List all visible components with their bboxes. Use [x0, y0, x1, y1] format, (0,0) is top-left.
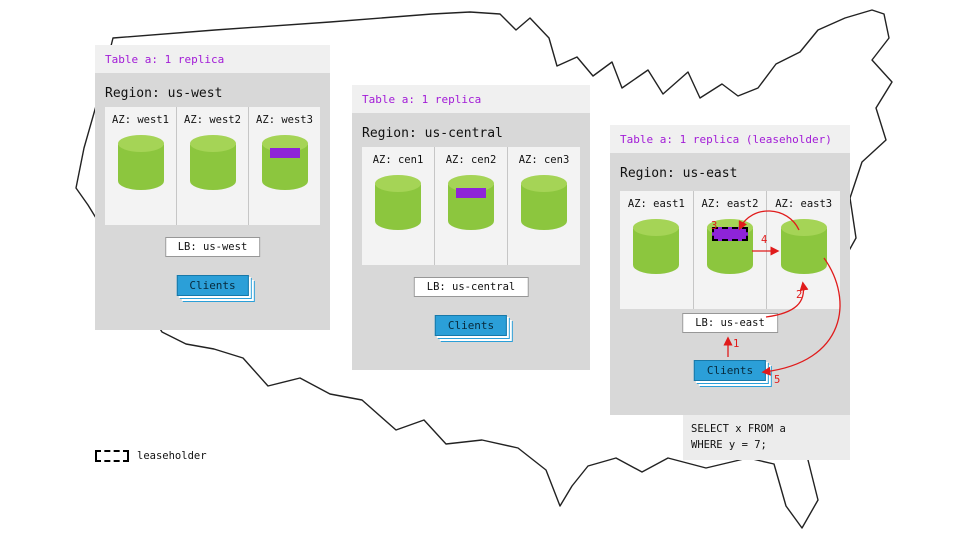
table-replica-header: Table a: 1 replica (leaseholder)	[610, 125, 850, 153]
az-label: AZ: east3	[775, 198, 833, 210]
az-label: AZ: east1	[627, 198, 685, 210]
database-cylinder-icon	[707, 219, 753, 274]
database-cylinder-icon	[780, 219, 827, 274]
az-column-cen1: AZ: cen1	[362, 147, 435, 265]
az-container: AZ: east1 AZ: east2 AZ: east3	[620, 191, 840, 309]
database-cylinder-icon	[448, 175, 494, 230]
load-balancer-box: LB: us-central	[413, 277, 529, 297]
database-cylinder-icon	[375, 175, 421, 230]
az-label: AZ: cen3	[518, 154, 570, 166]
clients-box: Clients	[176, 275, 249, 296]
table-replica-header: Table a: 1 replica	[352, 85, 590, 113]
load-balancer-box: LB: us-east	[682, 313, 778, 333]
az-label: AZ: east2	[701, 198, 759, 210]
sql-query-box: SELECT x FROM a WHERE y = 7;	[683, 415, 850, 460]
az-label: AZ: west2	[184, 114, 241, 126]
replica-chip	[269, 148, 300, 158]
database-cylinder-icon	[261, 135, 308, 190]
az-column-cen2: AZ: cen2	[435, 147, 508, 265]
legend: leaseholder	[95, 450, 207, 462]
az-column-east3: AZ: east3	[767, 191, 840, 309]
az-container: AZ: west1 AZ: west2 AZ: west3	[105, 107, 320, 225]
region-panel-us-west: Table a: 1 replica Region: us-west AZ: w…	[95, 45, 330, 330]
region-title: Region: us-central	[362, 126, 503, 141]
database-cylinder-icon	[521, 175, 567, 230]
clients-box: Clients	[693, 360, 767, 381]
sql-query-line1: SELECT x FROM a	[691, 423, 786, 435]
region-panel-us-central: Table a: 1 replica Region: us-central AZ…	[352, 85, 590, 370]
az-container: AZ: cen1 AZ: cen2 AZ: cen3	[362, 147, 580, 265]
database-cylinder-icon	[117, 135, 164, 190]
az-label: AZ: cen2	[445, 154, 497, 166]
legend-label: leaseholder	[137, 450, 207, 462]
table-replica-header: Table a: 1 replica	[95, 45, 330, 73]
replica-chip	[456, 188, 486, 198]
leaseholder-replica-chip	[712, 227, 748, 241]
az-label: AZ: west3	[256, 114, 313, 126]
az-column-west3: AZ: west3	[249, 107, 320, 225]
az-label: AZ: cen1	[372, 154, 424, 166]
az-column-west1: AZ: west1	[105, 107, 177, 225]
load-balancer-box: LB: us-west	[164, 237, 261, 257]
table-replica-label: Table a: 1 replica (leaseholder)	[620, 132, 832, 146]
region-title: Region: us-west	[105, 86, 223, 101]
database-cylinder-icon	[633, 219, 680, 274]
az-column-east2: AZ: east2	[694, 191, 768, 309]
region-title: Region: us-east	[620, 166, 738, 181]
leaseholder-legend-swatch-icon	[95, 450, 129, 462]
az-column-cen3: AZ: cen3	[508, 147, 580, 265]
sql-query-line2: WHERE y = 7;	[691, 439, 767, 452]
database-cylinder-icon	[189, 135, 236, 190]
az-column-east1: AZ: east1	[620, 191, 694, 309]
table-replica-label: Table a: 1 replica	[105, 52, 225, 66]
region-panel-us-east: Table a: 1 replica (leaseholder) Region:…	[610, 125, 850, 415]
table-replica-label: Table a: 1 replica	[362, 92, 482, 106]
clients-box: Clients	[434, 315, 508, 336]
az-column-west2: AZ: west2	[177, 107, 249, 225]
az-label: AZ: west1	[112, 114, 169, 126]
